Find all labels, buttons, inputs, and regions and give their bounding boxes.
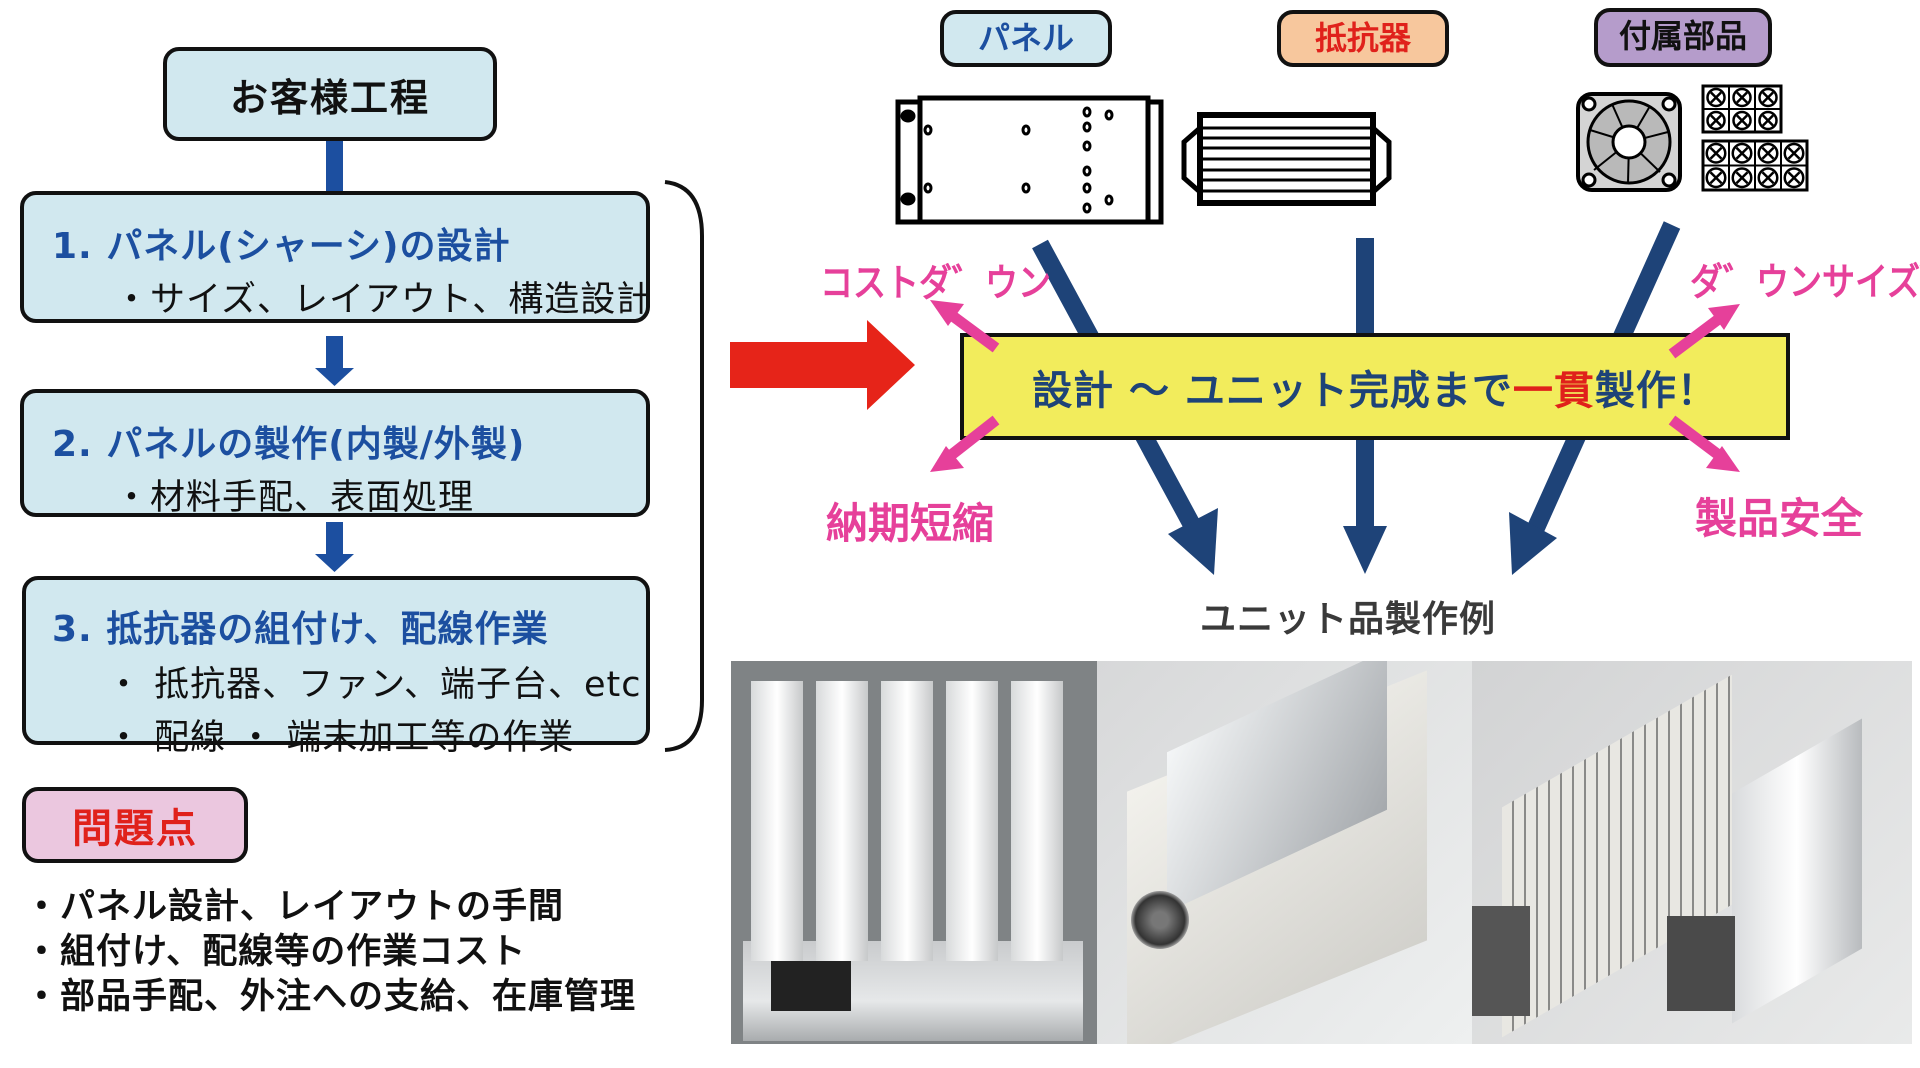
step-2-title: 2. パネルの製作(内製/外製) bbox=[52, 424, 526, 465]
component-label-text: パネル bbox=[977, 19, 1074, 57]
customer-process-heading: お客様工程 bbox=[229, 75, 430, 120]
integrated-production-banner: 設計 〜 ユニット完成まで一貫製作！ bbox=[960, 333, 1790, 440]
connector-line bbox=[326, 141, 343, 192]
customer-process-heading-box: お客様工程 bbox=[163, 47, 497, 141]
down-arrow-icon bbox=[315, 336, 354, 386]
component-label-resistor: 抵抗器 bbox=[1277, 10, 1449, 67]
step-box-3: 3. 抵抗器の組付け、配線作業 ・ 抵抗器、ファン、端子台、etc ・ 配線 ・… bbox=[22, 576, 650, 758]
screw-terminal bbox=[1706, 87, 1726, 108]
fan-icon bbox=[1576, 92, 1682, 192]
terminal-block-icon bbox=[1701, 139, 1809, 192]
step-3-detail-1: ・ 抵抗器、ファン、端子台、etc bbox=[106, 665, 642, 705]
step-box-2: 2. パネルの製作(内製/外製) ・材料手配、表面処理 bbox=[20, 389, 650, 518]
banner-text-prefix: 設計 〜 ユニット完成まで bbox=[1032, 367, 1513, 414]
problem-item: ・組付け、配線等の作業コスト bbox=[24, 932, 527, 972]
enclosed-resistor-unit-with-fan-photo bbox=[1097, 661, 1472, 1044]
banner-text-suffix: 製作！ bbox=[1594, 367, 1718, 414]
resistor-panel-assembly-photo bbox=[731, 661, 1097, 1044]
screw-terminal bbox=[1783, 142, 1805, 164]
problems-label: 問題点 bbox=[72, 806, 198, 852]
problems-label-box: 問題点 bbox=[22, 787, 248, 863]
screw-terminal bbox=[1731, 167, 1753, 189]
screw-terminal bbox=[1705, 142, 1727, 164]
screw-terminal bbox=[1705, 167, 1727, 189]
problem-item: ・部品手配、外注への支給、在庫管理 bbox=[24, 977, 637, 1017]
component-label-text: 抵抗器 bbox=[1314, 19, 1411, 57]
component-label-accessories: 付属部品 bbox=[1594, 8, 1772, 67]
benefit-downsize: ダ゛ウンサイズ゛ bbox=[1690, 259, 1920, 305]
problem-item: ・パネル設計、レイアウトの手間 bbox=[24, 887, 565, 927]
screw-terminal bbox=[1706, 110, 1726, 131]
step-1-detail: ・サイズ、レイアウト、構造設計 bbox=[114, 280, 653, 320]
screw-terminal bbox=[1758, 110, 1778, 131]
component-label-panel: パネル bbox=[940, 10, 1112, 67]
screw-terminal bbox=[1758, 87, 1778, 108]
screw-terminal bbox=[1731, 142, 1753, 164]
terminal-block-icon bbox=[1701, 84, 1783, 134]
step-3-title: 3. 抵抗器の組付け、配線作業 bbox=[52, 609, 549, 650]
bracket bbox=[664, 180, 704, 752]
step-3-detail-2: ・ 配線 ・ 端末加工等の作業 bbox=[106, 718, 575, 758]
component-label-text: 付属部品 bbox=[1618, 17, 1747, 55]
screw-terminal bbox=[1757, 142, 1779, 164]
down-arrow-icon bbox=[315, 522, 354, 572]
problems-list: ・パネル設計、レイアウトの手間 ・組付け、配線等の作業コスト ・部品手配、外注へ… bbox=[24, 885, 636, 1020]
examples-caption: ユニット品製作例 bbox=[1200, 599, 1497, 640]
step-2-detail: ・材料手配、表面処理 bbox=[114, 478, 475, 518]
benefit-cost-down: コストダ゛ウン bbox=[820, 260, 1051, 306]
big-red-arrow-icon bbox=[730, 320, 915, 410]
benefit-shorter-lead-time: 納期短縮 bbox=[826, 499, 995, 548]
benefit-product-safety: 製品安全 bbox=[1695, 494, 1864, 543]
screw-terminal bbox=[1732, 87, 1752, 108]
screw-terminal bbox=[1732, 110, 1752, 131]
step-1-title: 1. パネル(シャーシ)の設計 bbox=[52, 226, 511, 267]
ventilated-resistor-unit-photo bbox=[1472, 661, 1912, 1044]
screw-terminal bbox=[1783, 167, 1805, 189]
resistor-icon bbox=[1181, 112, 1392, 206]
step-box-1: 1. パネル(シャーシ)の設計 ・サイズ、レイアウト、構造設計 bbox=[20, 191, 653, 323]
panel-icon bbox=[895, 95, 1164, 225]
screw-terminal bbox=[1757, 167, 1779, 189]
banner-text-highlight: 一貫 bbox=[1512, 367, 1595, 414]
